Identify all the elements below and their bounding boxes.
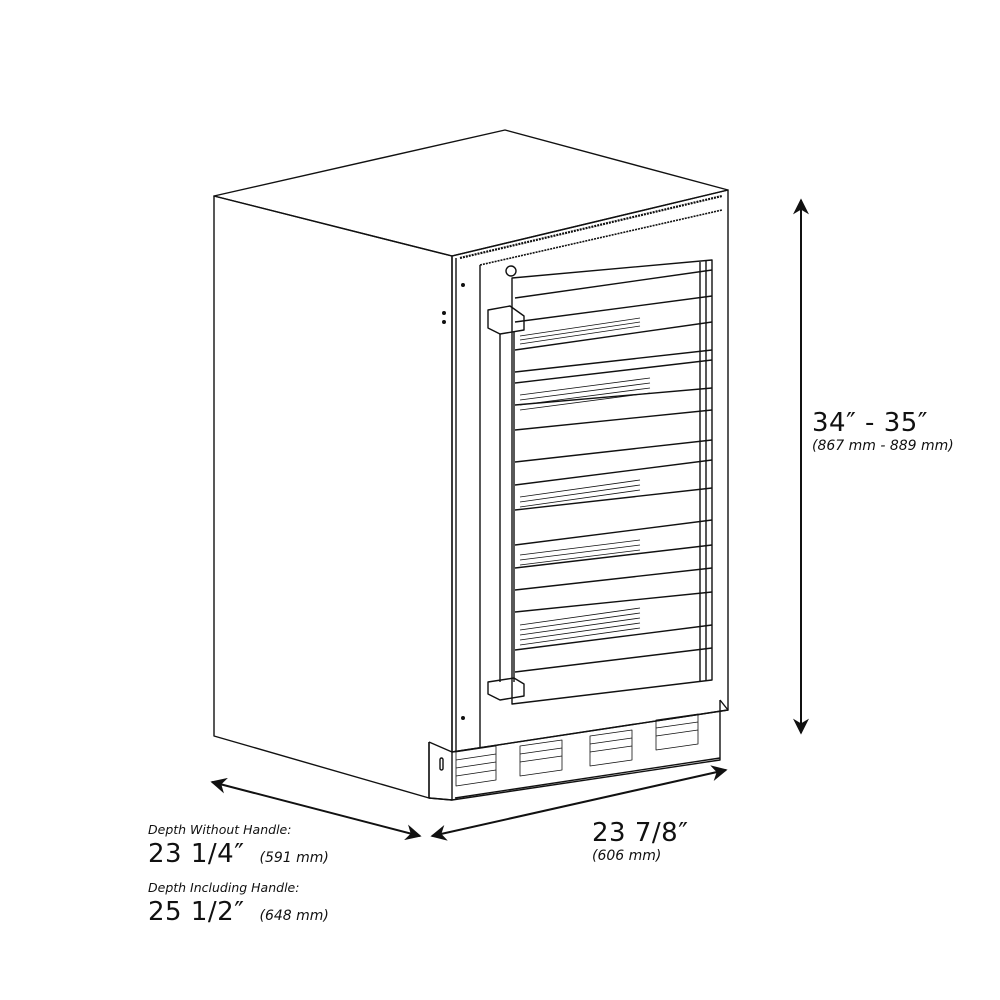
dimension-arrows bbox=[210, 198, 809, 841]
toe-kick bbox=[428, 699, 729, 801]
depth-including-handle-imperial: 25 1/2″ bbox=[148, 897, 245, 927]
vent-grilles bbox=[455, 713, 699, 787]
depth-including-handle-caption: Depth Including Handle: bbox=[148, 880, 300, 895]
depth-without-handle: Depth Without Handle: 23 1/4″ (591 mm) bbox=[148, 822, 329, 869]
depth-without-handle-imperial: 23 1/4″ bbox=[148, 839, 245, 869]
door-handle bbox=[487, 305, 525, 701]
height-dimension: 34″ - 35″ (867 mm - 889 mm) bbox=[812, 408, 954, 454]
depth-without-handle-metric: (591 mm) bbox=[259, 850, 329, 866]
depth-arrow bbox=[210, 777, 422, 841]
width-imperial: 23 7/8″ bbox=[592, 818, 689, 848]
depth-without-handle-caption: Depth Without Handle: bbox=[148, 822, 292, 837]
height-metric: (867 mm - 889 mm) bbox=[812, 438, 954, 454]
depth-including-handle-metric: (648 mm) bbox=[259, 908, 329, 924]
cabinet-body bbox=[213, 129, 729, 801]
width-dimension: 23 7/8″ (606 mm) bbox=[592, 818, 688, 864]
width-metric: (606 mm) bbox=[592, 848, 662, 864]
height-imperial: 34″ - 35″ bbox=[812, 408, 929, 438]
wine-shelves bbox=[514, 269, 713, 673]
depth-including-handle: Depth Including Handle: 25 1/2″ (648 mm) bbox=[148, 880, 329, 927]
door bbox=[442, 189, 729, 753]
width-arrow bbox=[430, 765, 728, 841]
